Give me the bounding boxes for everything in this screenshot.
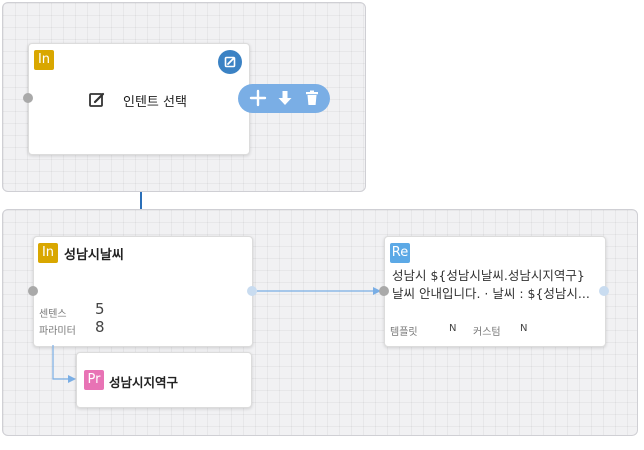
parameter-title: 성남시지역구	[109, 375, 179, 390]
intent-output-port[interactable]	[247, 286, 257, 296]
edit-square-icon[interactable]	[218, 50, 242, 74]
response-output-port[interactable]	[599, 286, 609, 296]
edit-icon	[88, 91, 106, 109]
sentence-label: 센텐스	[39, 309, 67, 320]
node-toolbar	[238, 84, 330, 113]
sentence-count: 5	[95, 300, 105, 318]
template-value: N	[449, 323, 457, 334]
custom-value: N	[520, 323, 528, 334]
intent-param-connector	[52, 345, 76, 383]
intent-select-label: 인텐트 선택	[123, 95, 187, 110]
response-node[interactable]: Re 성남시 ${성남시날씨.성남시지역구} 날씨 안내입니다. · 날씨 : …	[384, 236, 606, 347]
intent-response-connector	[257, 287, 381, 295]
top-node-input-port[interactable]	[23, 93, 33, 103]
template-label: 템플릿	[390, 327, 418, 338]
parameter-label: 파라미터	[39, 326, 76, 337]
intent-badge: In	[38, 243, 58, 263]
intent-node[interactable]: In 성남시날씨 센텐스 5 파라미터 8	[33, 236, 253, 347]
parameter-count: 8	[95, 318, 105, 336]
intent-title: 성남시날씨	[64, 248, 124, 263]
custom-label: 커스텀	[473, 327, 501, 338]
download-icon[interactable]	[275, 88, 295, 108]
parameter-node[interactable]: Pr 성남시지역구	[76, 352, 252, 408]
parameter-badge: Pr	[84, 370, 104, 390]
response-input-port[interactable]	[379, 286, 389, 296]
response-line-2: 날씨 안내입니다. · 날씨 : ${성남시...	[392, 286, 590, 301]
intent-input-port[interactable]	[28, 286, 38, 296]
intent-select-node[interactable]: In 인텐트 선택	[28, 43, 250, 155]
response-line-1: 성남시 ${성남시날씨.성남시지역구}	[392, 268, 585, 283]
response-badge: Re	[390, 243, 410, 263]
intent-badge: In	[34, 50, 54, 70]
trash-icon[interactable]	[302, 88, 322, 108]
plus-icon[interactable]	[248, 88, 268, 108]
